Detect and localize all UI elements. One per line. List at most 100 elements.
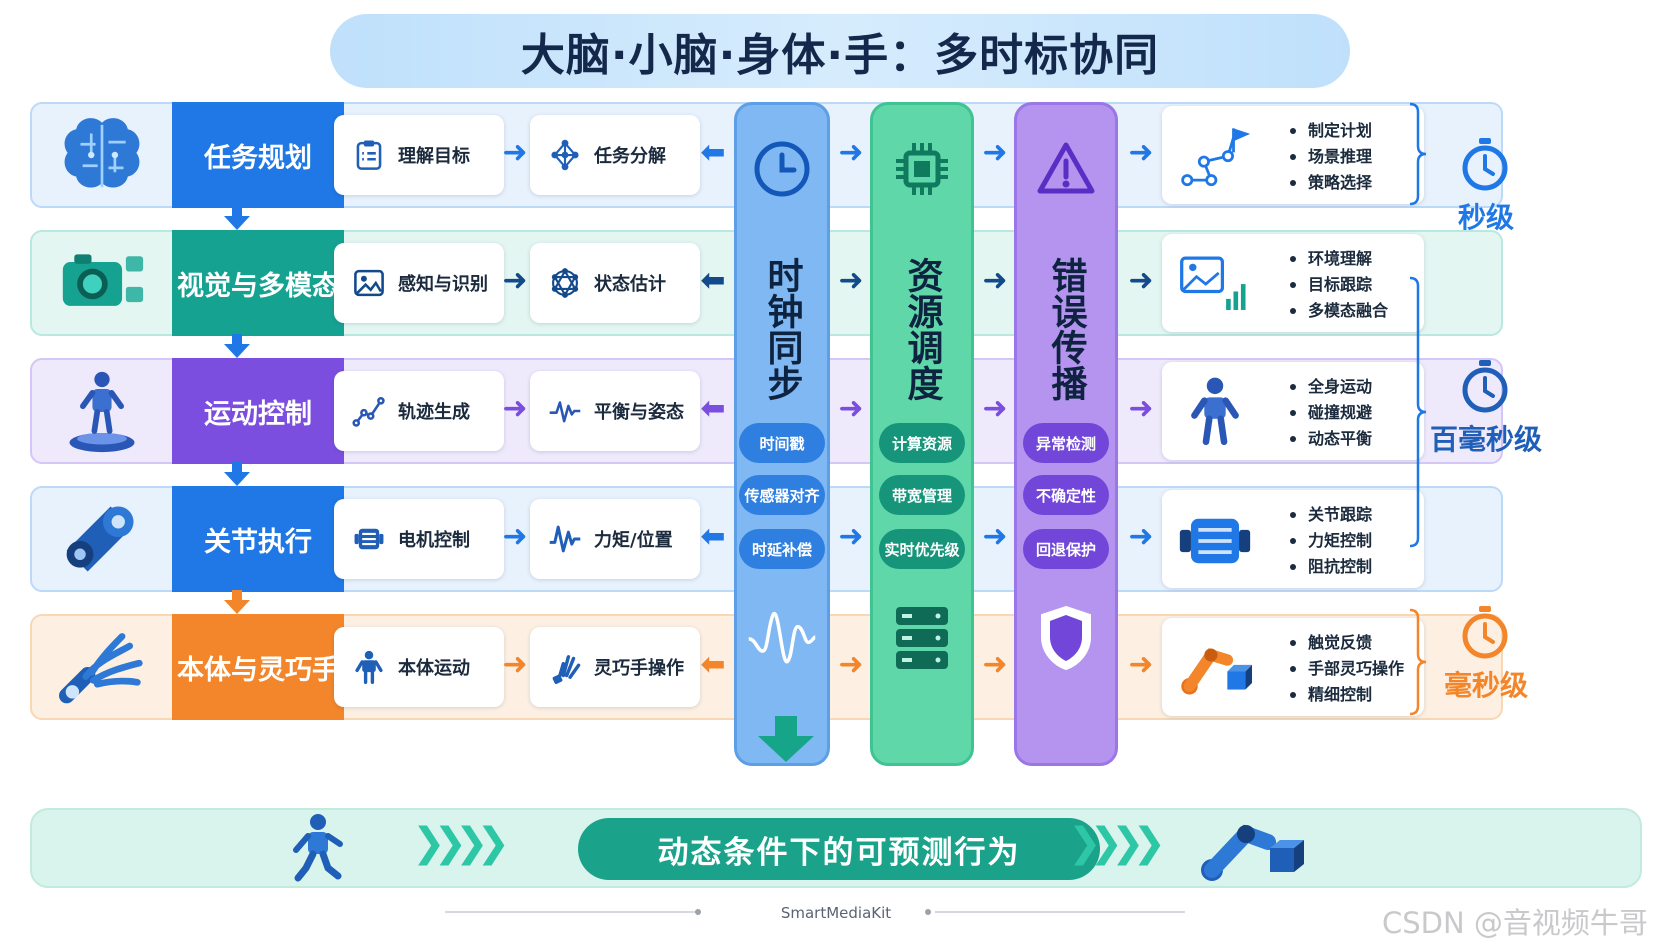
layer-label: 任务规划 xyxy=(172,102,344,208)
down-arrow-icon xyxy=(224,590,250,614)
stopwatch-icon xyxy=(1460,606,1510,664)
output-item: 制定计划 xyxy=(1290,118,1372,144)
arrow-right-icon: ➜ xyxy=(838,647,864,682)
arrow-right-icon: ➜ xyxy=(982,263,1008,298)
layer-label: 运动控制 xyxy=(172,358,344,464)
scale-bracket xyxy=(1408,102,1428,210)
arrow-right-icon: ➜ xyxy=(502,519,528,554)
brain-icon xyxy=(32,104,172,206)
arrow-right-icon: ➜ xyxy=(502,647,528,682)
arm-cube-icon xyxy=(1178,632,1252,710)
output-item: 力矩控制 xyxy=(1290,528,1372,554)
chevrons-right-icon: ❯❯❯❯ xyxy=(1068,820,1166,866)
process-card-label: 轨迹生成 xyxy=(398,402,470,423)
output-item: 阻抗控制 xyxy=(1290,554,1372,580)
hand-icon xyxy=(548,650,582,684)
camera-icon xyxy=(32,232,172,334)
brand-name: SmartMediaKit xyxy=(780,904,892,922)
graph-icon xyxy=(548,266,582,300)
column-pill: 传感器对齐 xyxy=(739,475,825,515)
time-scale-label: 秒级 xyxy=(1457,201,1514,234)
process-card: 平衡与姿态 xyxy=(530,371,700,451)
network-icon xyxy=(548,138,582,172)
image-chart-icon xyxy=(1178,248,1252,326)
output-item: 环境理解 xyxy=(1290,246,1388,272)
output-item: 目标跟踪 xyxy=(1290,272,1388,298)
outcome-pill: 动态条件下的可预测行为 xyxy=(578,818,1100,880)
output-item: 精细控制 xyxy=(1290,682,1404,708)
output-list: 关节跟踪力矩控制阻抗控制 xyxy=(1290,502,1372,580)
process-card: 状态估计 xyxy=(530,243,700,323)
warning-icon xyxy=(1036,139,1096,203)
column-pill: 回退保护 xyxy=(1023,529,1109,569)
arrow-left-icon: ⬅ xyxy=(700,519,726,554)
down-arrow-icon xyxy=(758,716,814,762)
process-card: 轨迹生成 xyxy=(334,371,504,451)
output-item: 触觉反馈 xyxy=(1290,630,1404,656)
arrow-right-icon: ➜ xyxy=(502,135,528,170)
process-card-label: 状态估计 xyxy=(594,274,666,295)
process-card-label: 平衡与姿态 xyxy=(594,402,684,423)
arrow-right-icon: ➜ xyxy=(982,647,1008,682)
output-item: 关节跟踪 xyxy=(1290,502,1372,528)
clipboard-icon xyxy=(352,138,386,172)
process-card: 电机控制 xyxy=(334,499,504,579)
joint-icon xyxy=(32,488,172,590)
arrow-right-icon: ➜ xyxy=(982,135,1008,170)
down-arrow-icon xyxy=(224,334,250,358)
stopwatch-icon xyxy=(1460,360,1510,418)
output-card: 触觉反馈手部灵巧操作精细控制 xyxy=(1162,618,1424,716)
motor-big-icon xyxy=(1178,504,1252,582)
route-flag-icon xyxy=(1178,120,1252,198)
column-title: 时钟同步 xyxy=(761,257,803,401)
scale-bracket xyxy=(1408,276,1428,552)
robot-stand-icon xyxy=(32,360,172,462)
output-card: 全身运动碰撞规避动态平衡 xyxy=(1162,362,1424,460)
process-card-label: 任务分解 xyxy=(594,146,666,167)
output-list: 环境理解目标跟踪多模态融合 xyxy=(1290,246,1388,324)
stopwatch-icon xyxy=(1460,138,1510,196)
arrow-right-icon: ➜ xyxy=(1128,135,1154,170)
arrow-right-icon: ➜ xyxy=(982,391,1008,426)
brand-divider-left xyxy=(445,909,701,915)
column-pill: 时延补偿 xyxy=(739,529,825,569)
output-item: 策略选择 xyxy=(1290,170,1372,196)
process-card: 理解目标 xyxy=(334,115,504,195)
output-list: 全身运动碰撞规避动态平衡 xyxy=(1290,374,1372,452)
motor-icon xyxy=(352,522,386,556)
humanoid-icon xyxy=(1178,376,1252,454)
process-card-label: 灵巧手操作 xyxy=(594,658,684,679)
output-item: 碰撞规避 xyxy=(1290,400,1372,426)
signal-icon xyxy=(548,522,582,556)
shield-icon xyxy=(1031,603,1101,677)
column-error-propagation: 错误传播异常检测不确定性回退保护 xyxy=(1014,102,1118,766)
output-list: 触觉反馈手部灵巧操作精细控制 xyxy=(1290,630,1404,708)
process-card: 力矩/位置 xyxy=(530,499,700,579)
column-resource-scheduling: 资源调度计算资源带宽管理实时优先级 xyxy=(870,102,974,766)
arrow-right-icon: ➜ xyxy=(1128,647,1154,682)
chip-icon xyxy=(892,139,952,203)
arrow-right-icon: ➜ xyxy=(502,263,528,298)
output-card: 环境理解目标跟踪多模态融合 xyxy=(1162,234,1424,332)
process-card-label: 力矩/位置 xyxy=(594,530,673,551)
time-scale-label: 百毫秒级 xyxy=(1430,423,1543,456)
output-card: 制定计划场景推理策略选择 xyxy=(1162,106,1424,204)
server-icon xyxy=(887,603,957,677)
process-card: 感知与识别 xyxy=(334,243,504,323)
arrow-right-icon: ➜ xyxy=(502,391,528,426)
output-card: 关节跟踪力矩控制阻抗控制 xyxy=(1162,490,1424,588)
walking-robot-icon xyxy=(293,814,343,882)
arrow-right-icon: ➜ xyxy=(982,519,1008,554)
outcome-text: 动态条件下的可预测行为 xyxy=(657,834,1021,871)
column-pill: 带宽管理 xyxy=(879,475,965,515)
process-card-label: 本体运动 xyxy=(398,658,470,679)
arrow-right-icon: ➜ xyxy=(838,519,864,554)
layer-label: 本体与灵巧手 xyxy=(172,614,344,720)
output-list: 制定计划场景推理策略选择 xyxy=(1290,118,1372,196)
output-item: 多模态融合 xyxy=(1290,298,1388,324)
output-item: 场景推理 xyxy=(1290,144,1372,170)
column-pill: 实时优先级 xyxy=(879,529,965,569)
arrow-left-icon: ⬅ xyxy=(700,263,726,298)
scale-bracket xyxy=(1408,608,1428,720)
watermark: CSDN @音视频牛哥 xyxy=(1382,906,1648,940)
